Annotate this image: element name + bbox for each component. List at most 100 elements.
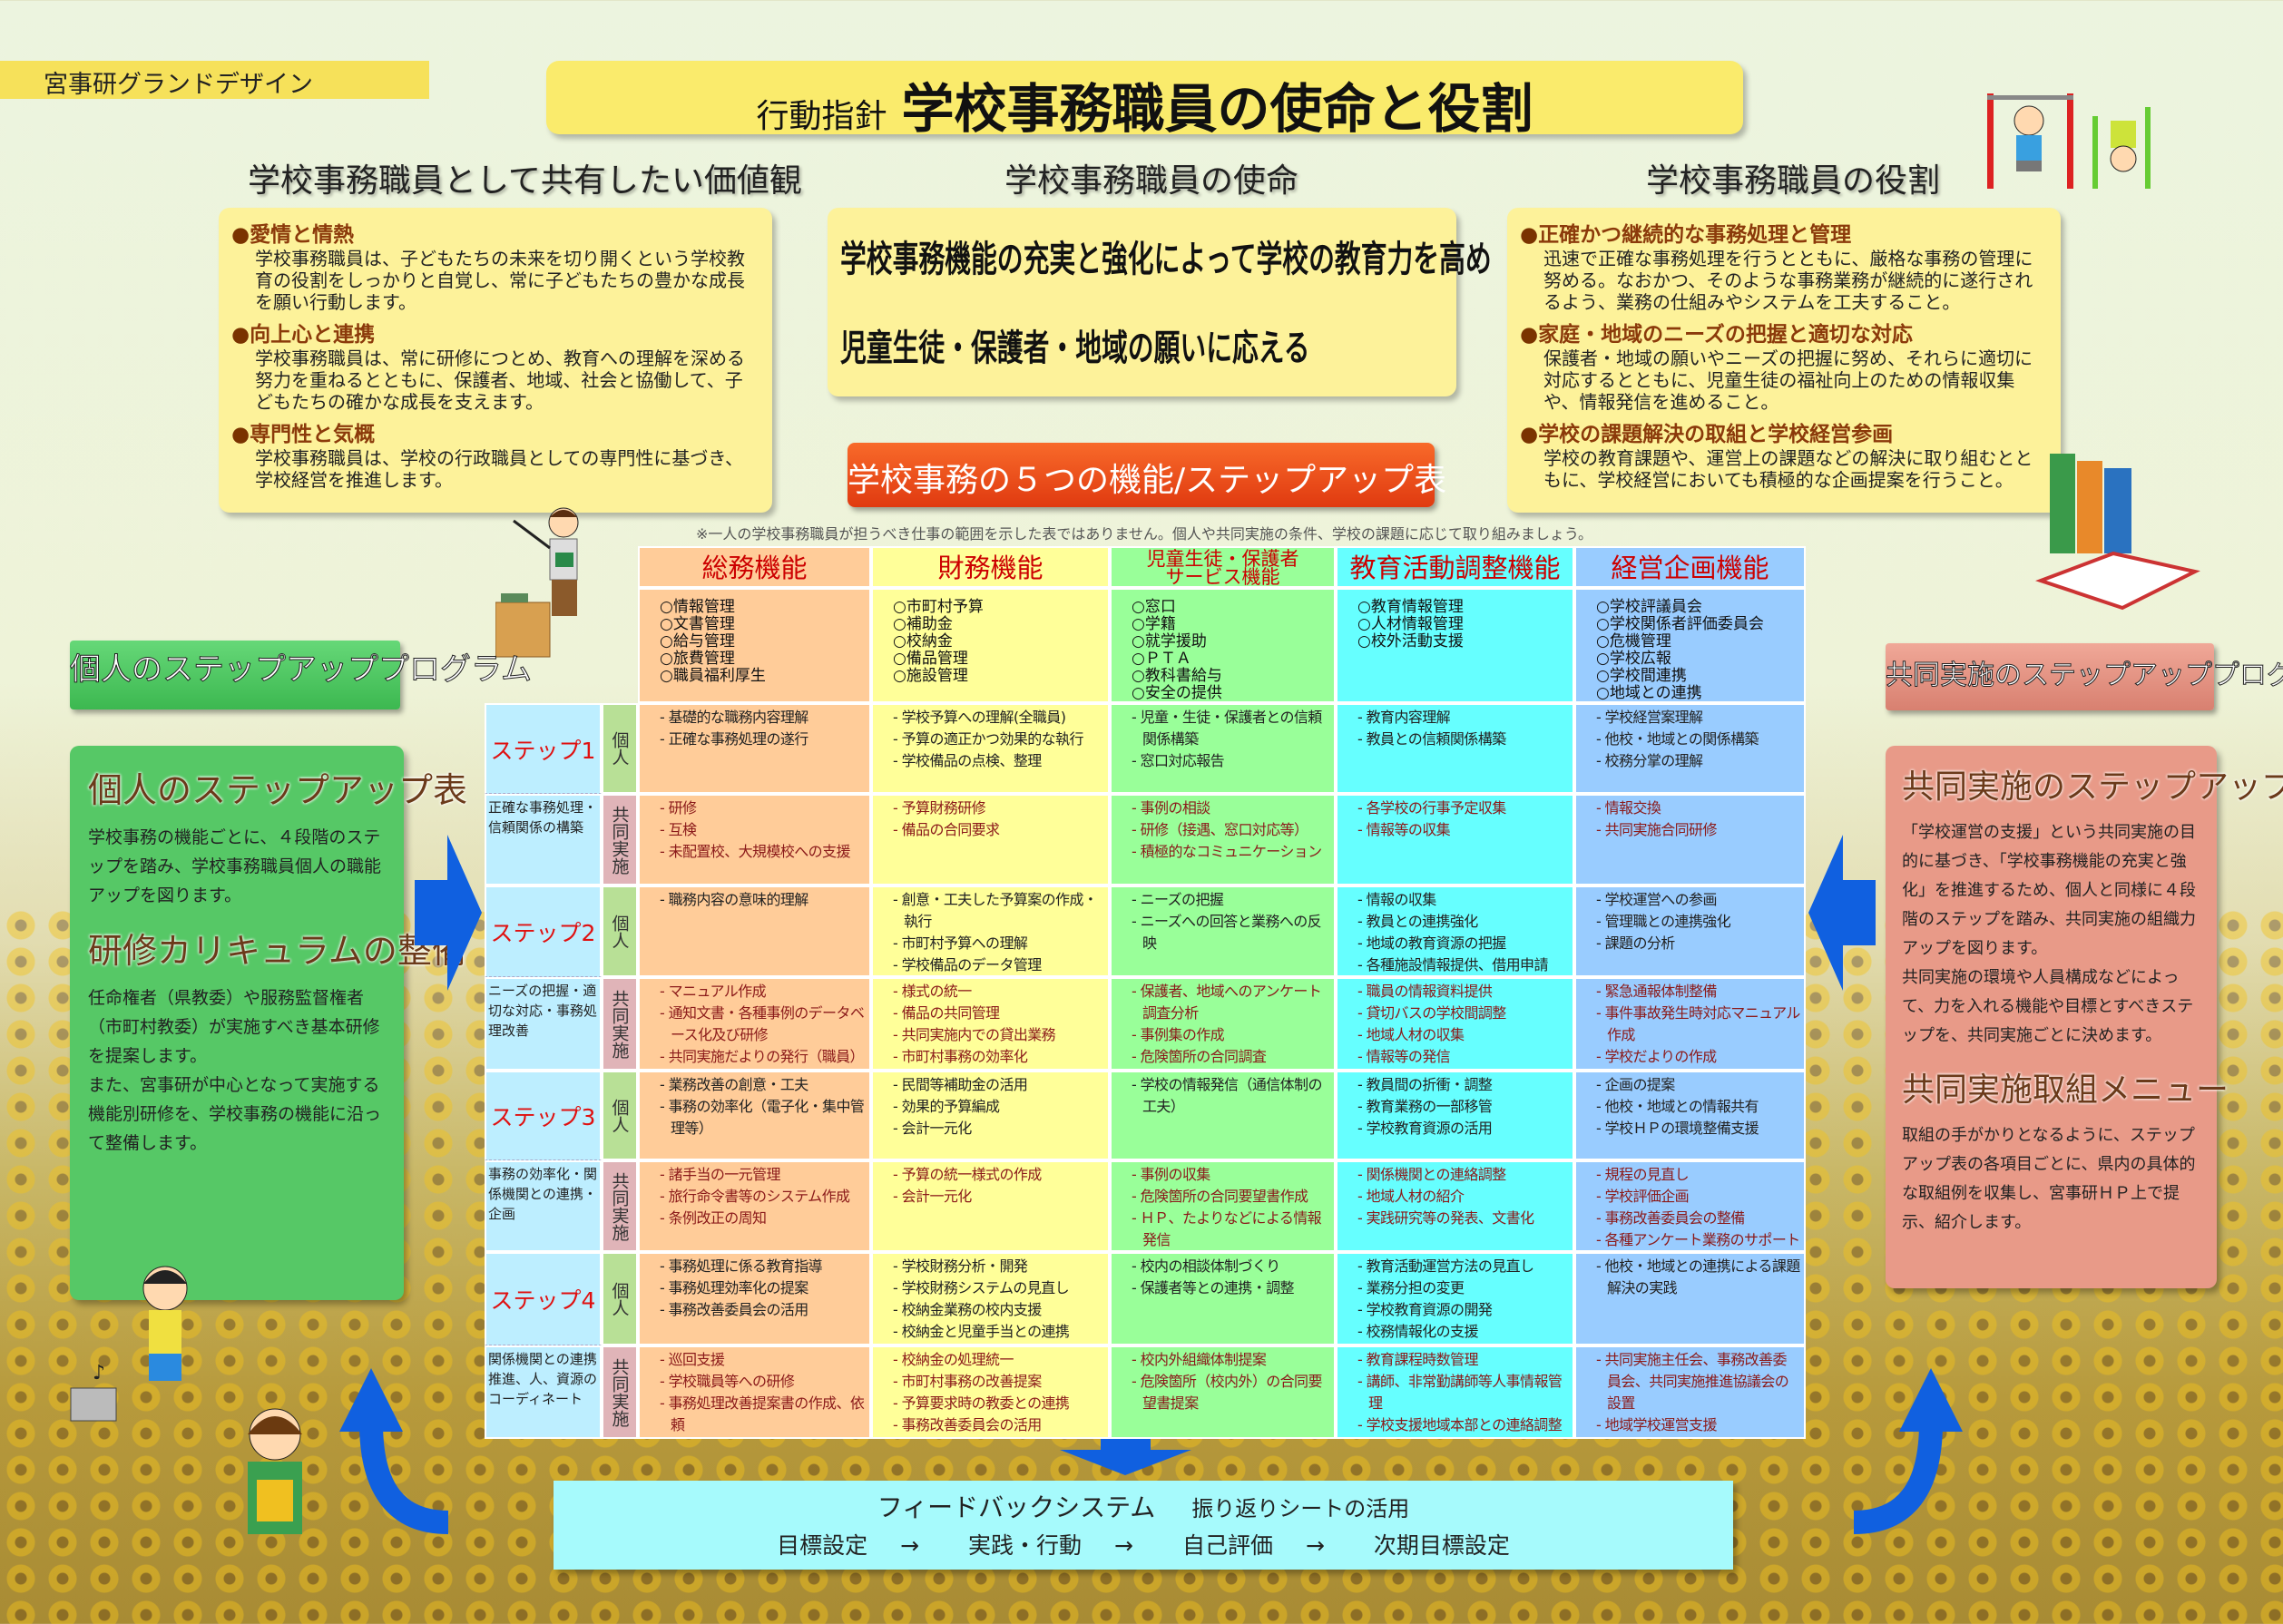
curved-arrow-up-icon [1853,1368,1963,1534]
joint-cell: - 保護者、地域へのアンケート調査分析- 事例集の作成- 危険箇所の合同調査 [1110,977,1336,1071]
function-item: ○補助金 [893,615,953,633]
girl-with-book-illustration [248,1408,302,1534]
task-item: - 民間等補助金の活用 [893,1076,1028,1093]
roles-heading: 学校事務職員の役割 [1646,162,1941,200]
task-item: - 予算財務研修 [893,799,986,817]
task-item: - 教育活動運営方法の見直し [1357,1257,1534,1275]
task-item: - 学校財務システムの見直し [893,1279,1070,1296]
joint-cell: - マニュアル作成 - 通知文書・各種事例のデータベース化及び研修 - 共同実施だよ… [638,977,871,1071]
task-item: - 地域の教育資源の把握 [1357,934,1506,952]
curriculum-heading: 研修カリキュラムの整備 [88,931,466,971]
function-item: ○ＰＴＡ [1132,650,1191,668]
step-description: 関係機関との連携推進、人、資源のコーディネート [485,1345,602,1439]
function-item: ○校外活動支援 [1357,632,1464,651]
column-header: 教育活動調整機能 [1336,546,1574,588]
task-item: - 共同実施主任会、事務改善委員会、共同実施推進協議会の設置 [1596,1351,1789,1412]
task-item: - 各種アンケート業務のサポート [1596,1231,1800,1248]
column-items: ○市町村予算○補助金○校納金○備品管理○施設管理 [871,588,1110,703]
joint-cell: - 事例の収集- 危険箇所の合同要望書作成- ＨＰ、たよりなどによる情報発信 [1110,1160,1336,1252]
column-title: 財務機能 [937,553,1044,583]
feedback-flow: 目標設定→ 実践・行動→ 自己評価→ 次期目標設定 [554,1528,1733,1560]
individual-cell: - 教育活動運営方法の見直し - 業務分担の変更 - 学校教育資源の開発 - 校務情報… [1336,1252,1574,1345]
function-item: ○危機管理 [1596,632,1671,651]
task-item: - 窓口対応報告 [1132,752,1225,769]
task-item: - 通知文書・各種事例のデータベース化及び研修 [660,1004,865,1043]
individual-cell: - 教員間の折衝・調整- 教育業務の一部移管- 学校教育資源の活用 [1336,1071,1574,1160]
task-item: - 関係機関との連絡調整 [1357,1166,1506,1183]
joint-menu-heading: 共同実施取組メニュー [1902,1071,2229,1109]
task-item: - 職員の情報資料提供 [1357,983,1493,1000]
task-item: - 正確な事務処理の遂行 [660,730,808,748]
task-item: - 校内の相談体制づくり [1132,1257,1280,1275]
column-header: 児童生徒・保護者サービス機能 [1110,546,1336,588]
task-item: - 学校財務分析・開発 [893,1257,1028,1275]
task-item: - 事務処理効率化の提案 [660,1279,808,1296]
function-item: ○施設管理 [893,667,968,685]
task-item: - 校納金の処理統一 [893,1351,1014,1368]
task-item: - 危険箇所の合同要望書作成 [1132,1188,1308,1205]
role-body: 保護者・地域の願いやニーズの把握に努め、それらに適切に対応するとともに、児童生徒… [1543,347,2033,413]
function-item: ○人材情報管理 [1357,615,1464,633]
task-item: - 予算の適正かつ効果的な執行 [893,730,1083,748]
task-item: - 会計一元化 [893,1120,972,1137]
task-item: - 校納金業務の校内支援 [893,1301,1042,1318]
role-title: ●家庭・地域のニーズの把握と適切な対応 [1520,323,1913,347]
task-item: - 地域人材の収集 [1357,1026,1465,1043]
stepup-table: 総務機能○情報管理○文書管理○給与管理○旅費管理○職員福利厚生財務機能○市町村予… [485,546,1806,1439]
individual-label: 個人 [602,1071,638,1160]
joint-program-label: 共同実施のステップアッププログラム [1886,643,2283,710]
task-item: - 研修（接遇、窓口対応等） [1132,821,1308,838]
task-item: - 情報等の収集 [1357,821,1451,838]
joint-label: 共同実施 [602,1160,638,1252]
function-item: ○学籍 [1132,615,1176,633]
task-item: - 学校だよりの作成 [1596,1048,1717,1065]
table-note: ※一人の学校事務職員が担うべき仕事の範囲を示した表ではありません。個人や共同実施… [696,525,1592,543]
task-item: - 共同実施合同研修 [1596,821,1717,838]
task-item: - 学校教育資源の活用 [1357,1120,1493,1137]
task-item: - 企画の提案 [1596,1076,1675,1093]
task-item: - 共同実施だよりの発行（職員） [660,1048,865,1065]
task-item: - 課題の分析 [1596,934,1675,952]
value-body: 学校事務職員は、子どもたちの未来を切り開くという学校教育の役割をしっかりと自覚し… [255,248,745,313]
task-item: - 市町村事務の効率化 [893,1048,1028,1065]
step-label: ステップ1 [485,703,602,794]
function-item: ○校納金 [893,632,953,651]
task-item: - マニュアル作成 [660,983,767,1000]
task-item: - 危険箇所の合同調査 [1132,1048,1267,1065]
task-item: - 事務の効率化（電子化・集中管理等） [660,1098,865,1137]
role-title: ●正確かつ継続的な事務処理と管理 [1520,223,1852,247]
task-item: - 学校備品のデータ管理 [893,956,1042,973]
task-item: - 教員との信頼関係構築 [1357,730,1506,748]
value-title: ●専門性と気概 [231,423,376,446]
task-item: - 基礎的な職務内容理解 [660,709,808,726]
boy-exercising-illustration: ♪ [70,1266,188,1422]
function-item: ○教育情報管理 [1357,598,1464,616]
joint-cell: - 各学校の行事予定収集- 情報等の収集 [1336,794,1574,885]
individual-cell: - ニーズの把握- ニーズへの回答と業務への反映 [1110,885,1336,977]
task-item: - 事務処理に係る教育指導 [660,1257,823,1275]
step-goal: 関係機関との連携推進、人、資源のコーディネート [488,1351,598,1407]
page-title: 行動指針学校事務職員の使命と役割 [546,61,1743,140]
individual-cell: - 学校財務分析・開発- 学校財務システムの見直し- 校納金業務の校内支援- 校… [871,1252,1110,1345]
kind-text: 共同実施 [609,1357,630,1427]
kids-on-bar-illustration [1987,93,2151,189]
task-item: - 業務分担の変更 [1357,1279,1465,1296]
task-item: - 学校備品の点検、整理 [893,752,1042,769]
individual-label: 個人 [602,885,638,977]
roles-box: ●正確かつ継続的な事務処理と管理 迅速で正確な事務処理を行うとともに、厳格な事務… [1507,208,2061,513]
task-item: - 学校予算への理解(全職員) [893,709,1066,726]
column-title: 経営企画機能 [1611,553,1769,583]
functions-stepup-button[interactable]: 学校事務の５つの機能/ステップアップ表 [848,443,1446,507]
flow-arrow: → [900,1532,920,1559]
joint-stepup-text: 「学校運営の支援」という共同実施の目的に基づき、「学校事務機能の充実と強化」を推… [1902,823,2196,958]
task-item: - 事例の相談 [1132,799,1210,817]
step-name: ステップ1 [490,737,596,764]
task-item: - 校務情報化の支援 [1357,1323,1478,1340]
task-item: - 学校の情報発信（通信体制の工夫） [1132,1076,1322,1115]
feedback-system-box: フィードバックシステム振り返りシートの活用 目標設定→ 実践・行動→ 自己評価→… [554,1481,1733,1570]
task-item: - 学校教育資源の開発 [1357,1301,1493,1318]
joint-cell: - 予算の統一様式の作成- 会計一元化 [871,1160,1110,1252]
flow-arrow: → [1305,1532,1325,1559]
task-item: - 講師、非常勤講師等人事情報管理 [1357,1373,1563,1412]
task-item: - 教育課程時数管理 [1357,1351,1478,1368]
